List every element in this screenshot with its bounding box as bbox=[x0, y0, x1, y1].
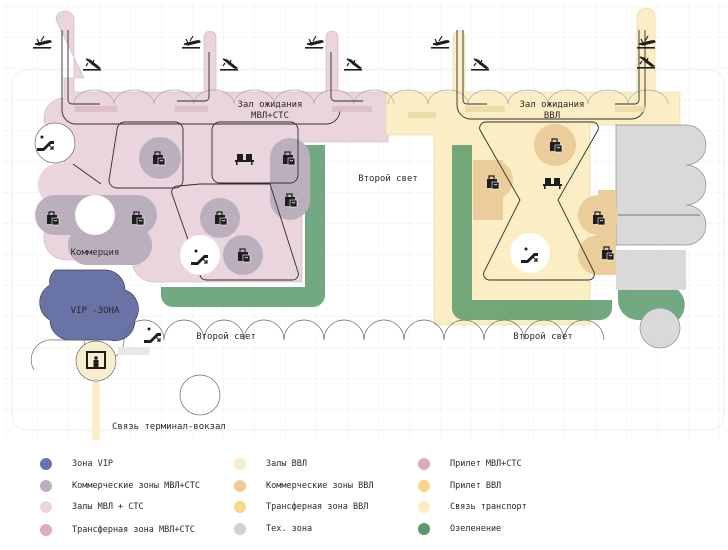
map-labels: Зал ожидания МВЛ+СТС Зал ожидания ВВЛ Вт… bbox=[71, 100, 585, 432]
vip-label: VIP -ЗОНА bbox=[71, 306, 120, 316]
legend-label: Прилет ВВЛ bbox=[450, 481, 502, 491]
legend-item: Коммерческие зоны МВЛ+СТС bbox=[40, 479, 200, 493]
scallops-top bbox=[73, 89, 669, 105]
legend-item: Залы МВЛ + СТС bbox=[40, 500, 144, 514]
legend-item: Зона VIP bbox=[40, 457, 113, 471]
commerce-label: Коммерция bbox=[71, 248, 120, 258]
legend-item: Озеленение bbox=[418, 522, 501, 536]
legend-label: Зона VIP bbox=[72, 459, 113, 469]
legend-item: Прилет ВВЛ bbox=[418, 479, 501, 493]
legend-label: Коммерческие зоны МВЛ+СТС bbox=[72, 481, 200, 491]
escalator-circles bbox=[34, 122, 550, 275]
legend-label: Трансферная зона ВВЛ bbox=[266, 502, 369, 512]
gate-bars bbox=[75, 106, 645, 118]
legend-swatch-vip bbox=[40, 458, 52, 470]
legend-swatch-transport bbox=[418, 501, 430, 513]
legend-swatch-arrival-mvl bbox=[418, 458, 430, 470]
legend: Зона VIP Коммерческие зоны МВЛ+СТС Залы … bbox=[0, 440, 728, 550]
building-outline bbox=[11, 69, 725, 431]
legend-swatch-halls-vvl bbox=[234, 458, 246, 470]
terminal-floor-plan: Зал ожидания МВЛ+СТС Зал ожидания ВВЛ Вт… bbox=[0, 0, 728, 440]
legend-swatch-transfer-vvl bbox=[234, 501, 246, 513]
second-light-left-label: Второй свет bbox=[196, 332, 256, 342]
second-light-right-label: Второй свет bbox=[513, 332, 573, 342]
tech-zone bbox=[615, 124, 707, 349]
hall-mvl-label-2: МВЛ+СТС bbox=[251, 111, 289, 121]
legend-swatch-commercial-vvl bbox=[234, 480, 246, 492]
legend-swatch-arrival-vvl bbox=[418, 480, 430, 492]
legend-label: Тех. зона bbox=[266, 524, 313, 534]
vip-zone bbox=[39, 269, 139, 341]
legend-label: Озеленение bbox=[450, 524, 502, 534]
legend-swatch-tech bbox=[234, 523, 246, 535]
hall-vvl-label-1: Зал ожидания bbox=[519, 100, 584, 110]
legend-item: Коммерческие зоны ВВЛ bbox=[234, 479, 373, 493]
legend-label: Залы ВВЛ bbox=[266, 459, 307, 469]
legend-swatch-commercial-mvl bbox=[40, 480, 52, 492]
hall-vvl-label-2: ВВЛ bbox=[544, 111, 560, 121]
terminal-link-label: Связь терминал-вокзал bbox=[112, 422, 226, 432]
icons bbox=[32, 35, 656, 369]
legend-label: Залы МВЛ + СТС bbox=[72, 502, 144, 512]
legend-label: Прилет МВЛ+СТС bbox=[450, 459, 522, 469]
legend-swatch-transfer-mvl bbox=[40, 524, 52, 536]
legend-item: Тех. зона bbox=[234, 522, 312, 536]
void-circle bbox=[75, 195, 115, 235]
legend-item: Трансферная зона МВЛ+СТС bbox=[40, 523, 195, 537]
legend-item: Трансферная зона ВВЛ bbox=[234, 500, 368, 514]
second-light-top-label: Второй свет bbox=[358, 174, 418, 184]
hall-mvl-label-1: Зал ожидания bbox=[237, 100, 302, 110]
transport-link bbox=[92, 380, 100, 440]
legend-swatch-greenery bbox=[418, 523, 430, 535]
escalator-bar bbox=[118, 347, 150, 355]
legend-label: Связь транспорт bbox=[450, 502, 527, 512]
legend-item: Прилет МВЛ+СТС bbox=[418, 457, 522, 471]
legend-swatch-halls-mvl bbox=[40, 501, 52, 513]
legend-item: Залы ВВЛ bbox=[234, 457, 307, 471]
security-gate-icon bbox=[86, 351, 106, 369]
second-light-lower bbox=[30, 319, 605, 416]
legend-label: Трансферная зона МВЛ+СТС bbox=[72, 525, 195, 535]
legend-item: Связь транспорт bbox=[418, 500, 527, 514]
legend-label: Коммерческие зоны ВВЛ bbox=[266, 481, 374, 491]
